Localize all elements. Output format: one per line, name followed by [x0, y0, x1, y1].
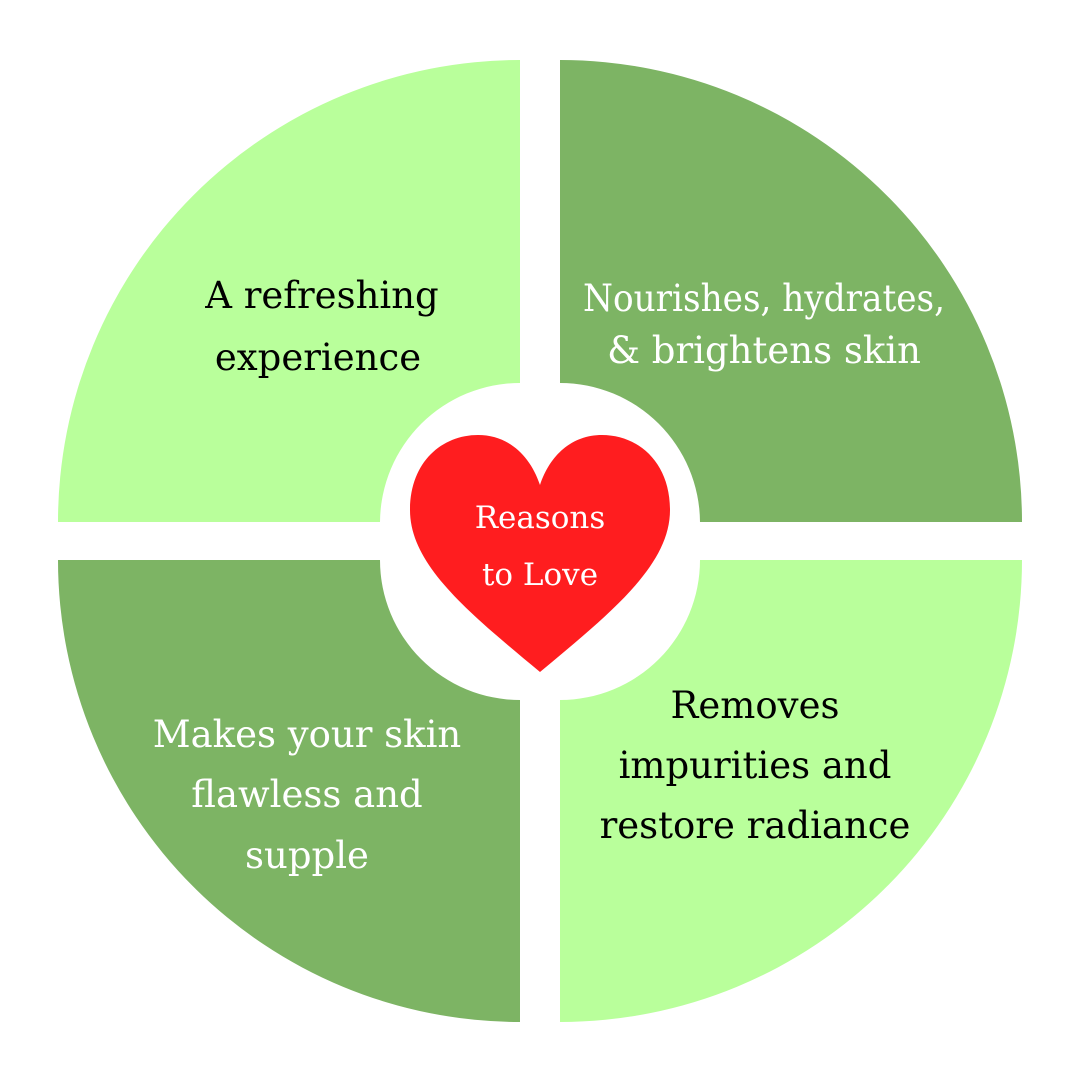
- top-left-line-1: A refreshing: [204, 274, 439, 317]
- bottom-left-line-3: supple: [245, 834, 369, 877]
- top-right-line-2: & brightens skin: [607, 329, 921, 372]
- quadrant-top-left: [58, 60, 520, 522]
- quadrant-bottom-right: [560, 560, 1022, 1022]
- top-left-line-2: experience: [215, 336, 421, 379]
- bottom-right-line-3: restore radiance: [600, 804, 911, 847]
- heart-icon: [410, 435, 670, 672]
- bottom-left-line-1: Makes your skin: [153, 713, 462, 756]
- bottom-right-line-1: Removes: [671, 684, 840, 727]
- bottom-right-line-2: impurities and: [619, 744, 892, 787]
- heart-label-line-1: Reasons: [475, 500, 606, 536]
- top-right-line-1: Nourishes, hydrates,: [583, 277, 945, 320]
- quadrant-bottom-left: [58, 560, 520, 1022]
- heart-label-line-2: to Love: [482, 557, 598, 593]
- quadrant-top-right: [560, 60, 1022, 522]
- bottom-left-line-2: flawless and: [191, 773, 422, 816]
